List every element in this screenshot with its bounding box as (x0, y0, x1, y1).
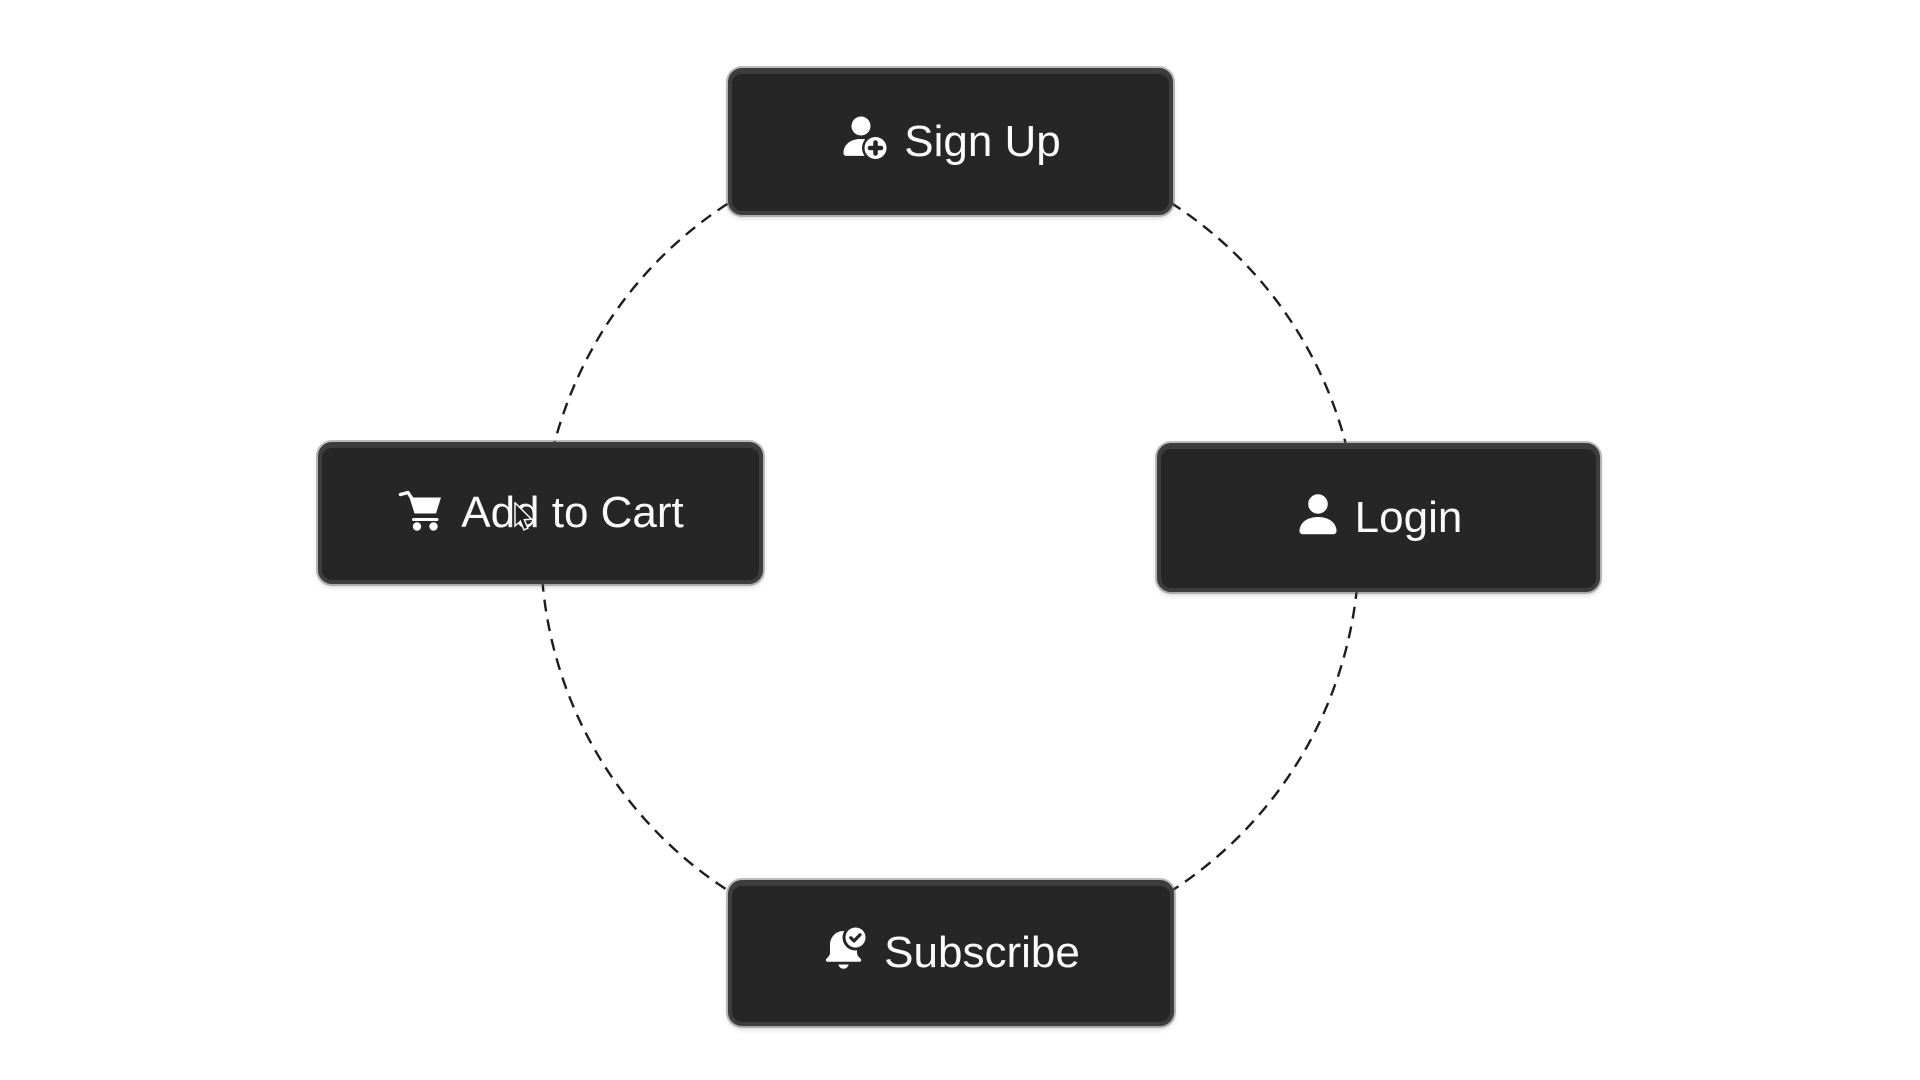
user-icon (1295, 491, 1341, 545)
subscribe-button[interactable]: Subscribe (728, 880, 1174, 1026)
add-to-cart-button[interactable]: Add to Cart (318, 442, 763, 584)
add-to-cart-label: Add to Cart (461, 488, 684, 537)
user-plus-icon (840, 114, 890, 170)
sign-up-label: Sign Up (904, 116, 1061, 166)
bell-check-icon (822, 924, 870, 981)
login-button[interactable]: Login (1157, 443, 1600, 592)
subscribe-label: Subscribe (884, 928, 1080, 977)
login-label: Login (1354, 492, 1463, 542)
sign-up-button[interactable]: Sign Up (728, 68, 1173, 215)
shopping-cart-icon (397, 486, 447, 540)
